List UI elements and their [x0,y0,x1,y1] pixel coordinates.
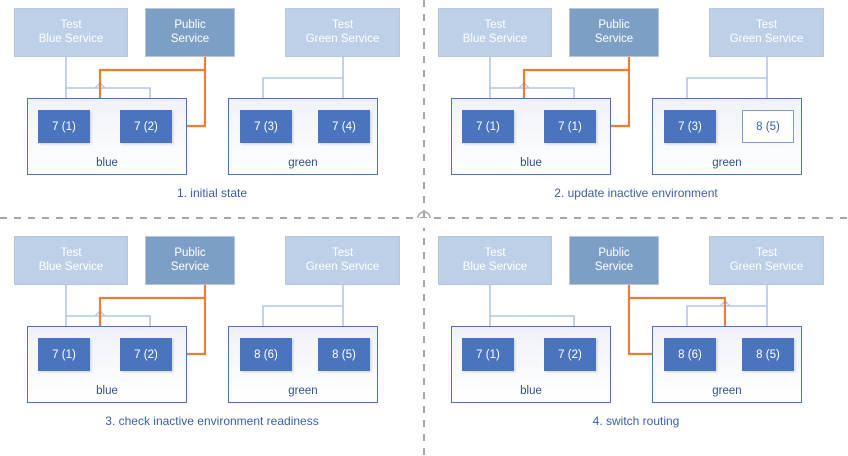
panel-caption: 1. initial state [176,186,248,200]
svc-line-2: Blue Service [462,32,528,45]
svc-line-1: Public [174,19,206,31]
instance-box[interactable]: 7 (2) [120,338,172,371]
environment-label: blue [520,157,542,169]
instance-box[interactable]: 8 (5) [742,338,794,371]
instance-box[interactable]: 7 (1) [38,338,90,371]
panel-caption: 2. update inactive environment [554,186,718,200]
environment-label: blue [520,385,542,397]
svc-line-2: Blue Service [462,260,528,273]
environment-label: green [712,157,742,169]
instance-box[interactable]: 7 (3) [664,110,716,143]
svc-line-2: Service [170,260,210,273]
svc-line-1: Test [484,247,506,259]
environment-label: blue [96,157,118,169]
svc-line-2: Green Service [729,32,804,45]
instance-box[interactable]: 7 (3) [240,110,292,143]
instance-box[interactable]: 7 (1) [462,338,514,371]
svc-line-1: Public [598,247,630,259]
svc-line-2: Green Service [305,260,380,273]
svc-line-2: Service [170,32,210,45]
instance-box[interactable]: 7 (2) [120,110,172,143]
divider-crossing-hop [417,211,431,228]
instance-box-new[interactable]: 8 (5) [742,110,794,143]
svc-line-2: Service [594,260,634,273]
svc-line-2: Blue Service [38,260,104,273]
instance-box[interactable]: 7 (1) [544,110,596,143]
svc-line-1: Test [60,19,82,31]
svc-line-1: Test [331,19,354,31]
panel-caption: 3. check inactive environment readiness [105,414,319,428]
svc-line-1: Test [755,19,778,31]
instance-box[interactable]: 8 (6) [240,338,292,371]
panel-caption: 4. switch routing [592,414,680,428]
svc-line-1: Public [174,247,206,259]
environment-label: blue [96,385,118,397]
vertical-divider [423,0,425,456]
svc-line-1: Test [331,247,354,259]
environment-label: green [288,157,318,169]
svc-line-1: Test [60,247,82,259]
instance-box[interactable]: 7 (1) [462,110,514,143]
instance-box[interactable]: 7 (2) [544,338,596,371]
svc-line-2: Green Service [305,32,380,45]
svc-line-1: Test [484,19,506,31]
svc-line-2: Green Service [729,260,804,273]
svc-line-2: Service [594,32,634,45]
instance-box[interactable]: 8 (5) [318,338,370,371]
environment-label: green [712,385,742,397]
instance-box[interactable]: 7 (1) [38,110,90,143]
svc-line-1: Public [598,19,630,31]
svc-line-2: Blue Service [38,32,104,45]
instance-box[interactable]: 8 (6) [664,338,716,371]
instance-box[interactable]: 7 (4) [318,110,370,143]
environment-label: green [288,385,318,397]
svc-line-1: Test [755,247,778,259]
